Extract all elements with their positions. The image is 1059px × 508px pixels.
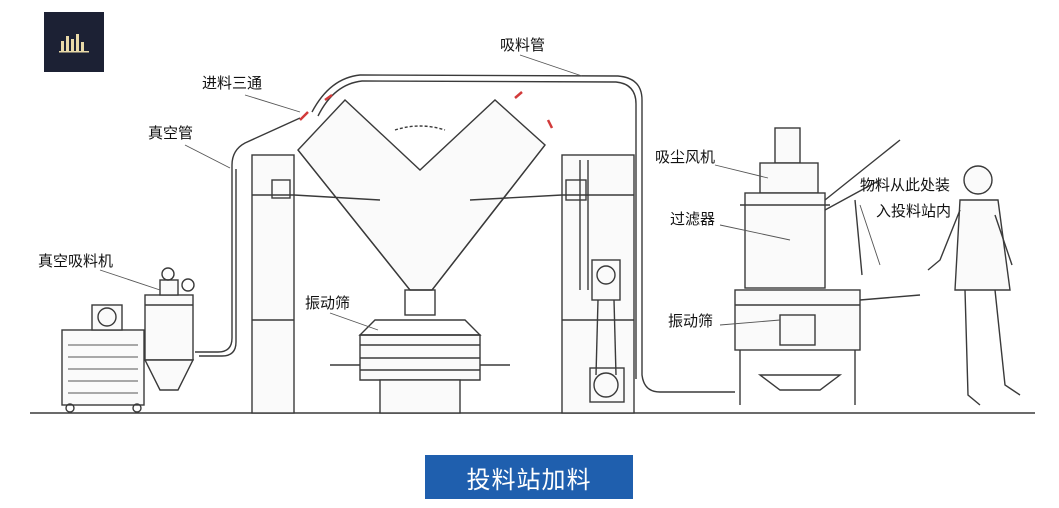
leader-dust-fan <box>714 164 769 179</box>
label-material-note-line2: 入投料站内 <box>876 202 952 220</box>
vacuum-pipe <box>195 117 301 353</box>
leader-material-note <box>859 204 881 266</box>
left-support-column <box>251 154 295 414</box>
label-material-note-line1: 物料从此处装 <box>860 176 951 194</box>
label-feed-tee: 进料三通 <box>202 74 263 92</box>
leader-feed-tee <box>244 94 301 113</box>
leader-vacuum-loader <box>99 269 161 291</box>
label-vacuum-loader: 真空吸料机 <box>38 252 114 270</box>
leader-vibrating-screen-left <box>329 312 379 331</box>
feeding-station <box>734 127 921 405</box>
left-vibrating-screen <box>330 319 510 414</box>
leader-suction-pipe <box>519 54 583 77</box>
leader-vibrating-screen-right <box>719 319 781 326</box>
label-vacuum-pipe: 真空管 <box>148 124 194 142</box>
vacuum-pipe-inner <box>199 169 237 357</box>
right-support-column <box>561 154 635 414</box>
label-vibrating-screen-left: 振动筛 <box>305 294 351 312</box>
vacuum-loader-machine <box>61 267 195 413</box>
label-vibrating-screen-right: 振动筛 <box>668 312 714 330</box>
suction-pipe <box>311 74 735 393</box>
label-dust-fan: 吸尘风机 <box>655 148 716 166</box>
building-logo-icon <box>59 34 89 53</box>
caption-banner: 投料站加料 <box>425 455 633 499</box>
label-filter: 过滤器 <box>670 210 716 228</box>
suction-pipe-inner <box>317 80 637 379</box>
leader-vacuum-pipe <box>184 144 231 169</box>
worker-figure <box>927 165 1021 406</box>
v-mixer <box>293 91 563 316</box>
label-suction-pipe: 吸料管 <box>500 36 546 54</box>
logo <box>44 12 104 72</box>
leader-filter <box>719 224 791 241</box>
